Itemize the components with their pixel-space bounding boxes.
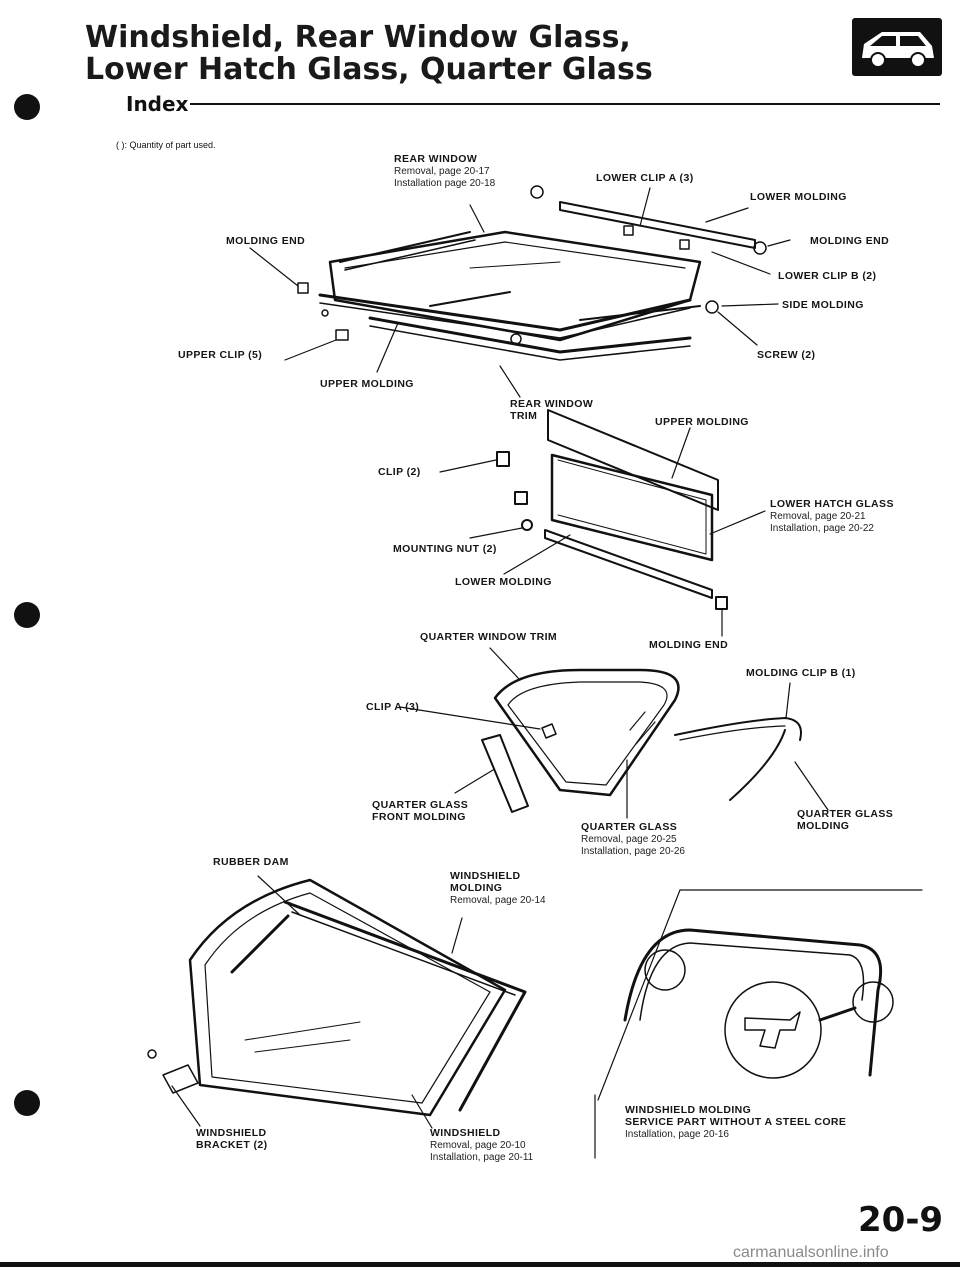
quantity-note: ( ): Quantity of part used. xyxy=(116,140,216,150)
windshield-leaders xyxy=(171,875,463,1129)
label-rear-window-installation: Installation page 20-18 xyxy=(394,178,496,189)
rear-window-upper-molding xyxy=(318,291,701,361)
label-side-molding: SIDE MOLDING xyxy=(782,299,864,311)
label-molding-end-left: MOLDING END xyxy=(226,235,306,247)
rear-window-leaders xyxy=(249,187,791,398)
label-quarter-glass: QUARTER GLASS xyxy=(581,821,678,833)
label-quarter-glass-removal: Removal, page 20-25 xyxy=(581,834,677,845)
label-rear-window: REAR WINDOW xyxy=(394,153,478,165)
label-windshield-installation: Installation, page 20-11 xyxy=(430,1152,534,1163)
title-line-1: Windshield, Rear Window Glass, xyxy=(85,20,631,55)
label-service-part-2: SERVICE PART WITHOUT A STEEL CORE xyxy=(625,1116,847,1128)
title-line-2: Lower Hatch Glass, Quarter Glass xyxy=(85,52,653,87)
label-rear-window-removal: Removal, page 20-17 xyxy=(394,166,490,177)
windshield-molding-part xyxy=(230,900,527,1112)
quarter-glass-leaders xyxy=(399,647,829,819)
windshield-bracket-part xyxy=(147,1049,199,1094)
label-screw: SCREW (2) xyxy=(757,349,816,361)
label-lower-clip-b: LOWER CLIP B (2) xyxy=(778,270,877,282)
label-rear-window-trim-2: TRIM xyxy=(510,410,538,422)
service-part-inset xyxy=(594,889,923,1159)
page-title: Windshield, Rear Window Glass, Lower Hat… xyxy=(85,22,653,86)
label-clip-a: CLIP A (3) xyxy=(366,701,420,713)
rear-window-clips xyxy=(297,185,767,345)
label-lower-hatch-installation: Installation, page 20-22 xyxy=(770,523,874,534)
label-upper-molding-rear: UPPER MOLDING xyxy=(320,378,414,390)
label-rear-window-trim-1: REAR WINDOW xyxy=(510,398,594,410)
watermark: carmanualsonline.info xyxy=(733,1244,889,1261)
label-quarter-glass-front-molding-2: FRONT MOLDING xyxy=(372,811,466,823)
lower-hatch-leaders xyxy=(439,427,766,637)
label-lower-hatch-removal: Removal, page 20-21 xyxy=(770,511,866,522)
label-molding-clip-b: MOLDING CLIP B (1) xyxy=(746,667,856,679)
label-quarter-glass-front-molding-1: QUARTER GLASS xyxy=(372,799,469,811)
label-lower-molding: LOWER MOLDING xyxy=(750,191,847,203)
page-number: 20-9 xyxy=(858,1200,944,1240)
label-quarter-glass-molding-1: QUARTER GLASS xyxy=(797,808,894,820)
hatchback-car-icon xyxy=(852,18,942,76)
binder-hole xyxy=(14,94,40,120)
lower-hatch-glass xyxy=(496,409,728,610)
label-windshield-molding-removal: Removal, page 20-14 xyxy=(450,895,546,906)
label-upper-clip: UPPER CLIP (5) xyxy=(178,349,263,361)
quarter-glass xyxy=(481,668,802,813)
label-windshield: WINDSHIELD xyxy=(430,1127,501,1139)
label-lower-molding-hatch: LOWER MOLDING xyxy=(455,576,552,588)
label-windshield-bracket-1: WINDSHIELD xyxy=(196,1127,267,1139)
label-windshield-molding-2: MOLDING xyxy=(450,882,503,894)
label-quarter-window-trim: QUARTER WINDOW TRIM xyxy=(420,631,558,643)
label-lower-hatch-glass: LOWER HATCH GLASS xyxy=(770,498,894,510)
label-windshield-removal: Removal, page 20-10 xyxy=(430,1140,526,1151)
binder-hole xyxy=(14,602,40,628)
label-mounting-nut: MOUNTING NUT (2) xyxy=(393,543,497,555)
label-service-part-1: WINDSHIELD MOLDING xyxy=(625,1104,752,1116)
label-quarter-glass-installation: Installation, page 20-26 xyxy=(581,846,685,857)
windshield-glass xyxy=(188,878,507,1117)
section-heading: Index xyxy=(126,92,189,116)
label-clip-2: CLIP (2) xyxy=(378,466,421,478)
label-windshield-bracket-2: BRACKET (2) xyxy=(196,1139,268,1151)
section-rule xyxy=(190,103,940,105)
label-service-part-installation: Installation, page 20-16 xyxy=(625,1129,729,1140)
binder-hole xyxy=(14,1090,40,1116)
label-quarter-glass-molding-2: MOLDING xyxy=(797,820,850,832)
label-molding-end-hatch: MOLDING END xyxy=(649,639,729,651)
label-upper-molding-hatch: UPPER MOLDING xyxy=(655,416,749,428)
label-windshield-molding-1: WINDSHIELD xyxy=(450,870,521,882)
rear-window-lower-molding xyxy=(339,201,756,271)
label-rubber-dam: RUBBER DAM xyxy=(213,856,289,868)
bottom-bar xyxy=(0,1262,960,1267)
label-molding-end-right: MOLDING END xyxy=(810,235,890,247)
label-lower-clip-a: LOWER CLIP A (3) xyxy=(596,172,694,184)
